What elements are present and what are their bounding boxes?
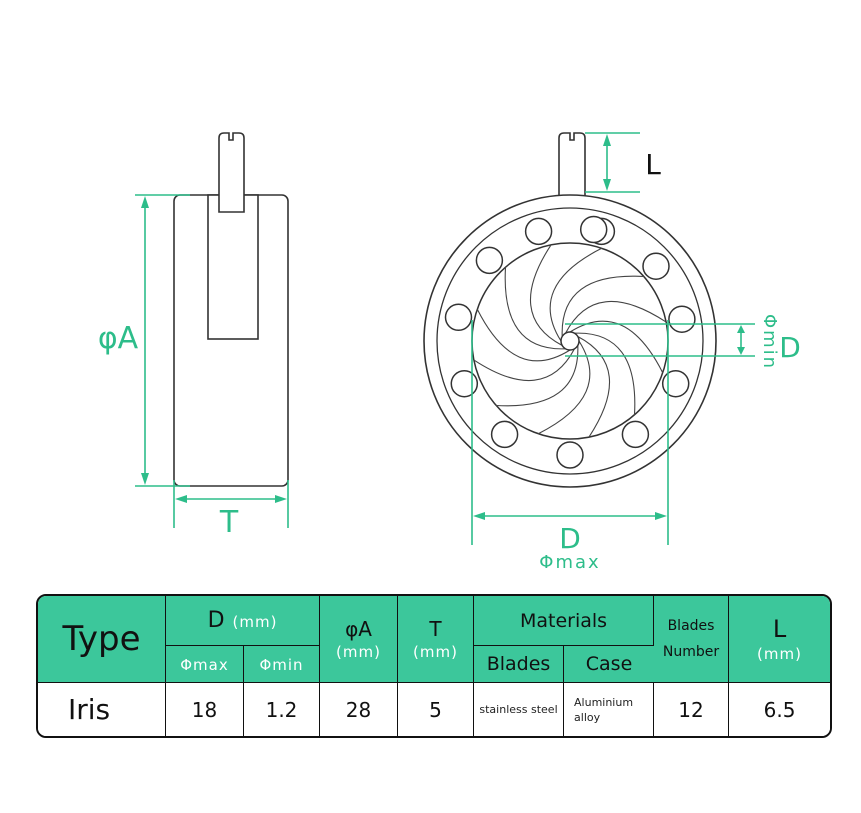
side-dimensions xyxy=(135,194,289,528)
blades-material-header: Blades xyxy=(474,646,565,683)
min-diameter-sub: Φmin xyxy=(759,314,780,370)
d-header: D(mm) xyxy=(166,596,321,646)
iris-diaphragm-drawing: φA T L D Φmin D Φmax xyxy=(98,132,801,573)
a-value: 28 xyxy=(320,683,399,736)
table-row: Iris 18 1.2 28 5 stainless steel Alumini… xyxy=(38,683,831,736)
max-diameter-letter: D xyxy=(559,522,581,555)
blades-number-value: 12 xyxy=(654,683,730,736)
blades-material-value: stainless steel xyxy=(474,683,565,736)
min-diameter-letter: D xyxy=(779,331,801,364)
side-slot-outline xyxy=(207,194,259,340)
front-dimensions xyxy=(471,132,755,545)
bolt-hole xyxy=(661,369,690,398)
front-lever-outline xyxy=(558,132,586,196)
bolt-hole xyxy=(579,215,608,244)
d-max-value: 18 xyxy=(166,683,244,736)
aperture-opening xyxy=(560,331,580,351)
case-material-header: Case xyxy=(564,646,655,683)
spec-table: Type D(mm) φA(mm) T(mm) Materials Blades… xyxy=(36,594,833,738)
a-header: φA(mm) xyxy=(320,596,399,683)
bolt-hole xyxy=(556,441,584,469)
width-label: T xyxy=(219,505,239,540)
bolt-hole xyxy=(450,369,479,398)
d-min-header: Φmin xyxy=(244,646,321,683)
l-value: 6.5 xyxy=(729,683,831,736)
iris-blade-edge xyxy=(504,267,566,350)
inner-ring-edge xyxy=(436,207,704,475)
front-view xyxy=(423,132,717,488)
bolt-hole xyxy=(642,252,670,280)
iris-blade-edge xyxy=(538,340,591,435)
bolt-hole xyxy=(621,420,650,449)
max-diameter-sub: Φmax xyxy=(539,552,600,573)
iris-blade-edge xyxy=(577,336,610,438)
iris-blade-edge xyxy=(569,320,664,373)
type-value: Iris xyxy=(38,683,166,736)
iris-blade-edge xyxy=(476,309,571,362)
materials-header: Materials xyxy=(474,596,655,646)
iris-blade-edge xyxy=(473,348,575,381)
bolt-hole xyxy=(524,217,553,246)
lever-length-label: L xyxy=(645,148,661,181)
iris-blade-edge xyxy=(561,275,644,337)
side-lever-outline xyxy=(218,132,245,213)
t-value: 5 xyxy=(398,683,475,736)
d-max-header: Φmax xyxy=(166,646,244,683)
side-view xyxy=(173,132,289,487)
bolt-hole xyxy=(475,246,504,275)
iris-blades xyxy=(473,244,667,438)
iris-blade-edge xyxy=(530,244,563,346)
iris-blade-edge xyxy=(496,345,579,407)
type-header: Type xyxy=(38,596,166,683)
iris-blade-edge xyxy=(565,301,667,334)
l-header: L(mm) xyxy=(729,596,831,683)
iris-blade-edge xyxy=(574,332,636,415)
bolt-hole xyxy=(668,305,696,333)
d-min-value: 1.2 xyxy=(244,683,321,736)
height-label: φA xyxy=(98,321,139,356)
bolt-hole xyxy=(444,303,473,332)
bolt-hole xyxy=(490,420,519,449)
iris-blade-edge xyxy=(549,247,602,342)
t-header: T(mm) xyxy=(398,596,475,683)
bolt-holes xyxy=(444,215,696,469)
